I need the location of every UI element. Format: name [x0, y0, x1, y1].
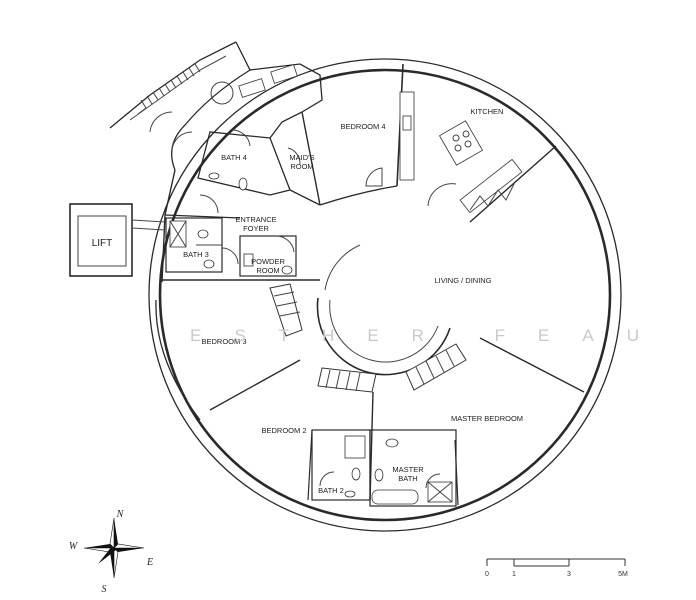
label-entrance-2: FOYER: [243, 224, 269, 233]
compass-e-label: E: [146, 557, 153, 568]
door-bath4: [231, 129, 251, 147]
label-kitchen: KITCHEN: [471, 107, 504, 116]
label-bedroom3: BEDROOM 3: [201, 337, 246, 346]
bath2-sink: [344, 490, 356, 498]
label-living-dining: LIVING / DINING: [434, 276, 491, 285]
wall-bedroom4-maids: [301, 111, 321, 206]
wall-kitchen-living: [469, 145, 557, 223]
watermark: ESTHER FEAU: [190, 326, 672, 345]
label-master-bedroom: MASTER BEDROOM: [451, 414, 523, 423]
label-bedroom2: BEDROOM 2: [261, 426, 306, 435]
door-north-2: [171, 131, 193, 151]
compass-w-label: W: [69, 541, 79, 552]
bath2-toilet: [351, 467, 361, 481]
door-maids-room: [287, 147, 301, 165]
bedroom4-arc: [319, 185, 398, 206]
label-maids-room-1: MAID'S: [289, 153, 314, 162]
door-mbath: [425, 473, 441, 489]
compass-rose-icon: [83, 517, 145, 579]
scale-label-0: 0: [485, 571, 489, 578]
bath4-walls: [197, 131, 291, 196]
label-entrance-1: ENTRANCE: [235, 215, 276, 224]
outer-balcony-wall: [148, 58, 622, 532]
north-cabinet-2: [270, 64, 298, 84]
wardrobe-bedroom3: [269, 283, 303, 337]
master-bathtub: [371, 489, 419, 505]
outer-facade-wall: [158, 68, 612, 522]
kitchen-island: [438, 120, 484, 166]
label-bath4: BATH 4: [221, 153, 247, 162]
wall-bedroom2-bath2: [307, 429, 313, 501]
master-bath-toilet: [374, 468, 384, 482]
door-bedroom4: [365, 167, 383, 187]
north-entry-walls: [235, 41, 323, 113]
kitchen-bench: [459, 158, 523, 214]
bath3-sink: [197, 229, 209, 239]
north-cabinet-1: [238, 78, 266, 98]
master-bath-box: [369, 429, 457, 507]
bath4-sink: [208, 172, 220, 180]
kitchen-counter: [399, 91, 415, 181]
powder-room-toilet: [281, 265, 293, 275]
wall-master-living: [479, 337, 585, 393]
kitchen-sink: [402, 115, 412, 131]
scale-label-3: 3: [567, 571, 571, 578]
bath2-shower: [344, 435, 366, 459]
powder-room-box: [239, 235, 297, 277]
label-maids-room-2: ROOM: [290, 162, 313, 171]
label-bath3: BATH 3: [183, 250, 209, 259]
label-bath2: BATH 2: [318, 486, 344, 495]
master-bath-sink: [385, 438, 399, 448]
foyer-top-wall: [164, 214, 241, 219]
wall-bedroom2-bedroom3: [209, 359, 301, 411]
central-curve-upper: [324, 244, 361, 291]
door-north-entry: [149, 111, 173, 133]
label-powder-2: ROOM: [256, 266, 279, 275]
planter-circle: [210, 81, 234, 105]
bath4-toilet: [238, 177, 248, 191]
compass-s-label: S: [102, 584, 107, 595]
powder-room-sink: [243, 253, 254, 267]
label-master-bath-1: MASTER: [392, 465, 424, 474]
label-bedroom4: BEDROOM 4: [340, 122, 385, 131]
north-staircase: [109, 41, 237, 129]
door-foyer: [199, 194, 219, 214]
scale-bar: [486, 558, 626, 567]
compass-n-label: N: [116, 509, 125, 520]
scale-label-5m: 5M: [618, 571, 628, 578]
label-powder-1: POWDER: [251, 257, 285, 266]
door-bath3: [221, 247, 239, 265]
label-lift: LIFT: [92, 238, 113, 249]
central-curved-wall-inner: [329, 299, 439, 363]
door-bath2: [319, 471, 335, 487]
label-master-bath-2: BATH: [398, 474, 417, 483]
north-entry-curve: [171, 69, 251, 171]
door-powder-room: [275, 235, 295, 253]
wardrobe-master: [405, 343, 467, 391]
wardrobe-bedroom2: [317, 367, 377, 393]
west-balcony-edge: [155, 299, 201, 421]
scale-label-1: 1: [512, 571, 516, 578]
bath3-toilet: [203, 259, 215, 269]
door-kitchen: [427, 183, 457, 207]
lift-shaft: [69, 203, 166, 277]
